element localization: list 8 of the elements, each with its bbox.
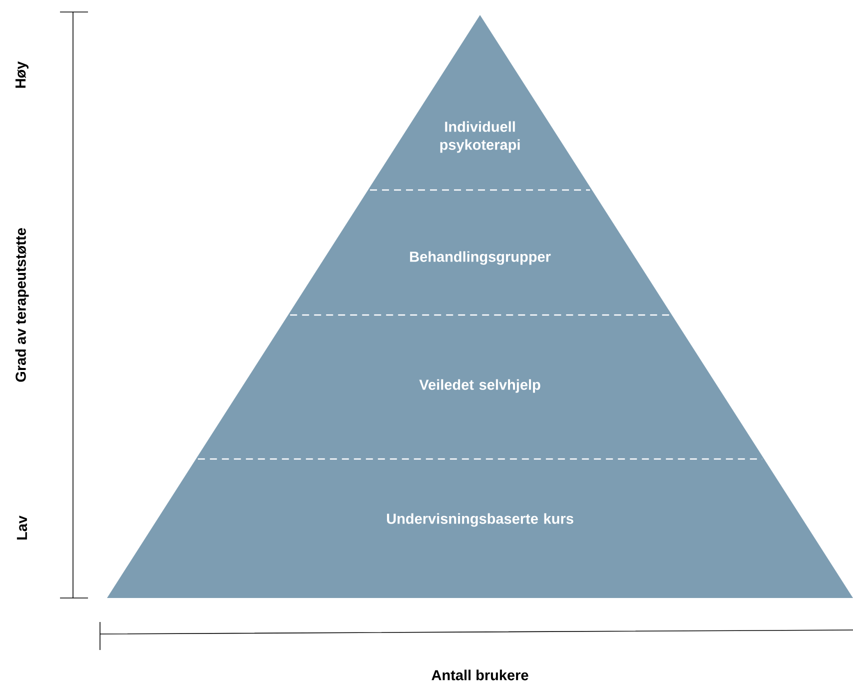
pyramid-band: Undervisningsbaserte kurs: [107, 459, 853, 598]
axis-label: Høy: [16, 61, 28, 88]
pyramid-band: Individuell psykoterapi: [368, 15, 592, 190]
axis-label: Antall brukere: [432, 670, 528, 680]
axis-label: Grad av terapeutstøtte: [15, 228, 29, 382]
axis-label: Lav: [16, 516, 28, 540]
pyramid-band: Behandlingsgrupper: [288, 190, 672, 315]
pyramid-band: Veiledet selvhjelp: [196, 315, 764, 459]
